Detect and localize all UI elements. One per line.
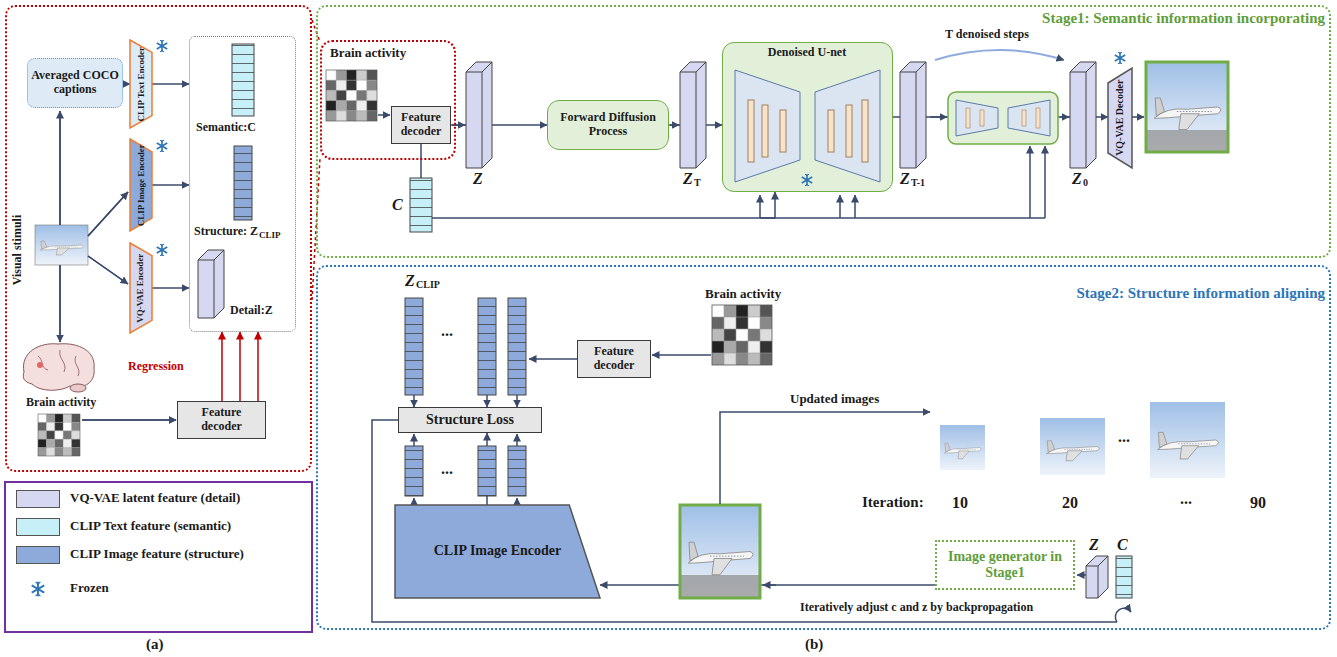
panel-a-illustration [5, 20, 320, 632]
label-text: T [694, 177, 701, 189]
stage1-illustration [326, 42, 1228, 232]
label-text: 10 [952, 494, 968, 512]
legend-swatch [16, 546, 60, 564]
diffusion-box: Forward Diffusion Process [547, 100, 669, 150]
label-text: 0 [1083, 177, 1088, 189]
node-text: VQ-VAE Encoder [136, 253, 146, 322]
node-text: CLIP Image Encoder [136, 144, 146, 226]
node-text: CLIP Text Encoder [136, 47, 146, 122]
encoder-trapezoid: CLIP Image Encoder [130, 139, 152, 231]
node-text: Semantic:C [196, 121, 256, 135]
label-text: ... [1180, 490, 1192, 508]
connector-arrow [600, 584, 935, 586]
encoder-trapezoid: VQ-VAE Encoder [130, 243, 152, 333]
legend-text: CLIP Text feature (semantic) [70, 519, 231, 534]
stage-frame: Stage1: Semantic information incorporati… [316, 5, 1331, 258]
stage2-illustration [372, 298, 1225, 622]
encoder-trapezoid: CLIP Text Encoder [130, 40, 152, 128]
label-text: (b) [805, 636, 823, 653]
connector-arrow [221, 332, 223, 401]
node-text: Image generator in Stage1 [940, 549, 1070, 581]
label-text: Updated images [790, 392, 879, 407]
legend-text: VQ-VAE latent feature (detail) [70, 491, 240, 506]
loss-box: Structure Loss [398, 407, 542, 433]
caption-box: Averaged COCO captions [27, 58, 123, 108]
label-text: 20 [1062, 494, 1078, 512]
node-text: Feature decoder [581, 345, 647, 373]
label-text: ... [1118, 428, 1130, 446]
connector-arrow [123, 83, 130, 85]
label-text: T denoised steps [945, 28, 1029, 42]
legend-text: CLIP Image feature (structure) [70, 547, 244, 562]
feature-group: Semantic:C Structure: ZCLIP Detail:Z [189, 36, 296, 332]
connector-arrow [257, 332, 259, 401]
connector-arrow [451, 124, 547, 126]
generator-box: Image generator in Stage1 [935, 540, 1075, 590]
node-text: Forward Diffusion Process [551, 111, 665, 139]
node-text: CLIP Image Encoder [434, 543, 562, 559]
node-text: Structure: Z [194, 225, 258, 239]
label-text: Z [1072, 170, 1082, 188]
unet-box: Denoised U-net [722, 42, 893, 192]
label-text: Z [683, 170, 693, 188]
node-text: Averaged COCO captions [31, 69, 119, 97]
label-text: Iteration: [862, 494, 924, 511]
callout-frame: Brain activityFeature decoder [320, 40, 456, 160]
label-text: ... [441, 460, 453, 478]
legend-swatch [16, 518, 60, 536]
legend-swatch [16, 490, 60, 508]
connector-arrow [152, 184, 189, 186]
label-text: Z [405, 272, 415, 290]
connector-arrow [152, 83, 189, 85]
node-text: Structure Loss [426, 412, 514, 428]
node-text: Visual stimuli [11, 215, 25, 286]
decoder-trapezoid: VQ-VAE Decoder [1108, 68, 1132, 168]
label-text: C [392, 196, 403, 214]
label-text: Z [900, 170, 910, 188]
label-text: 90 [1250, 494, 1266, 512]
node-text: Denoised U-net [768, 46, 846, 60]
node-text: Brain activity [26, 396, 96, 410]
label-text: Z [1089, 536, 1099, 554]
node-text: Regression [128, 360, 184, 374]
stage-frame: Stage2: Structure information aligningFe… [316, 265, 1331, 630]
encoder-trapezoid: CLIP Image Encoder [395, 505, 600, 598]
node-text: Brain activity [330, 46, 406, 61]
node-text: Feature decoder [395, 111, 447, 139]
connector-arrow [239, 332, 241, 401]
decoder-box: Feature decoder [577, 340, 651, 378]
decoder-box: Feature decoder [391, 106, 451, 144]
node-text: Feature decoder [181, 406, 262, 434]
label-text: T-1 [911, 177, 925, 189]
panel-frame: Visual stimuliRegressionBrain activity Av… [5, 5, 312, 472]
decoder-box: Feature decoder [177, 401, 266, 439]
label-text: ... [441, 322, 453, 340]
label-text: Z [473, 170, 483, 188]
label-text: CLIP [416, 279, 440, 291]
node-text: Detail:Z [230, 304, 273, 318]
node-text: Stage1: Semantic information incorporati… [1042, 10, 1325, 27]
label-text: (a) [146, 636, 164, 653]
node-text: VQ-VAE Decoder [1114, 80, 1126, 156]
connector-arrow [152, 287, 189, 289]
label-text: Brain activity [705, 287, 781, 302]
node-text: CLIP [259, 230, 281, 240]
legend-text: Frozen [70, 581, 109, 596]
node-text: Stage2: Structure information aligning [1077, 285, 1325, 302]
label-text: C [1117, 536, 1128, 554]
label-text: Iteratively adjust c and z by backpropag… [800, 601, 1033, 615]
